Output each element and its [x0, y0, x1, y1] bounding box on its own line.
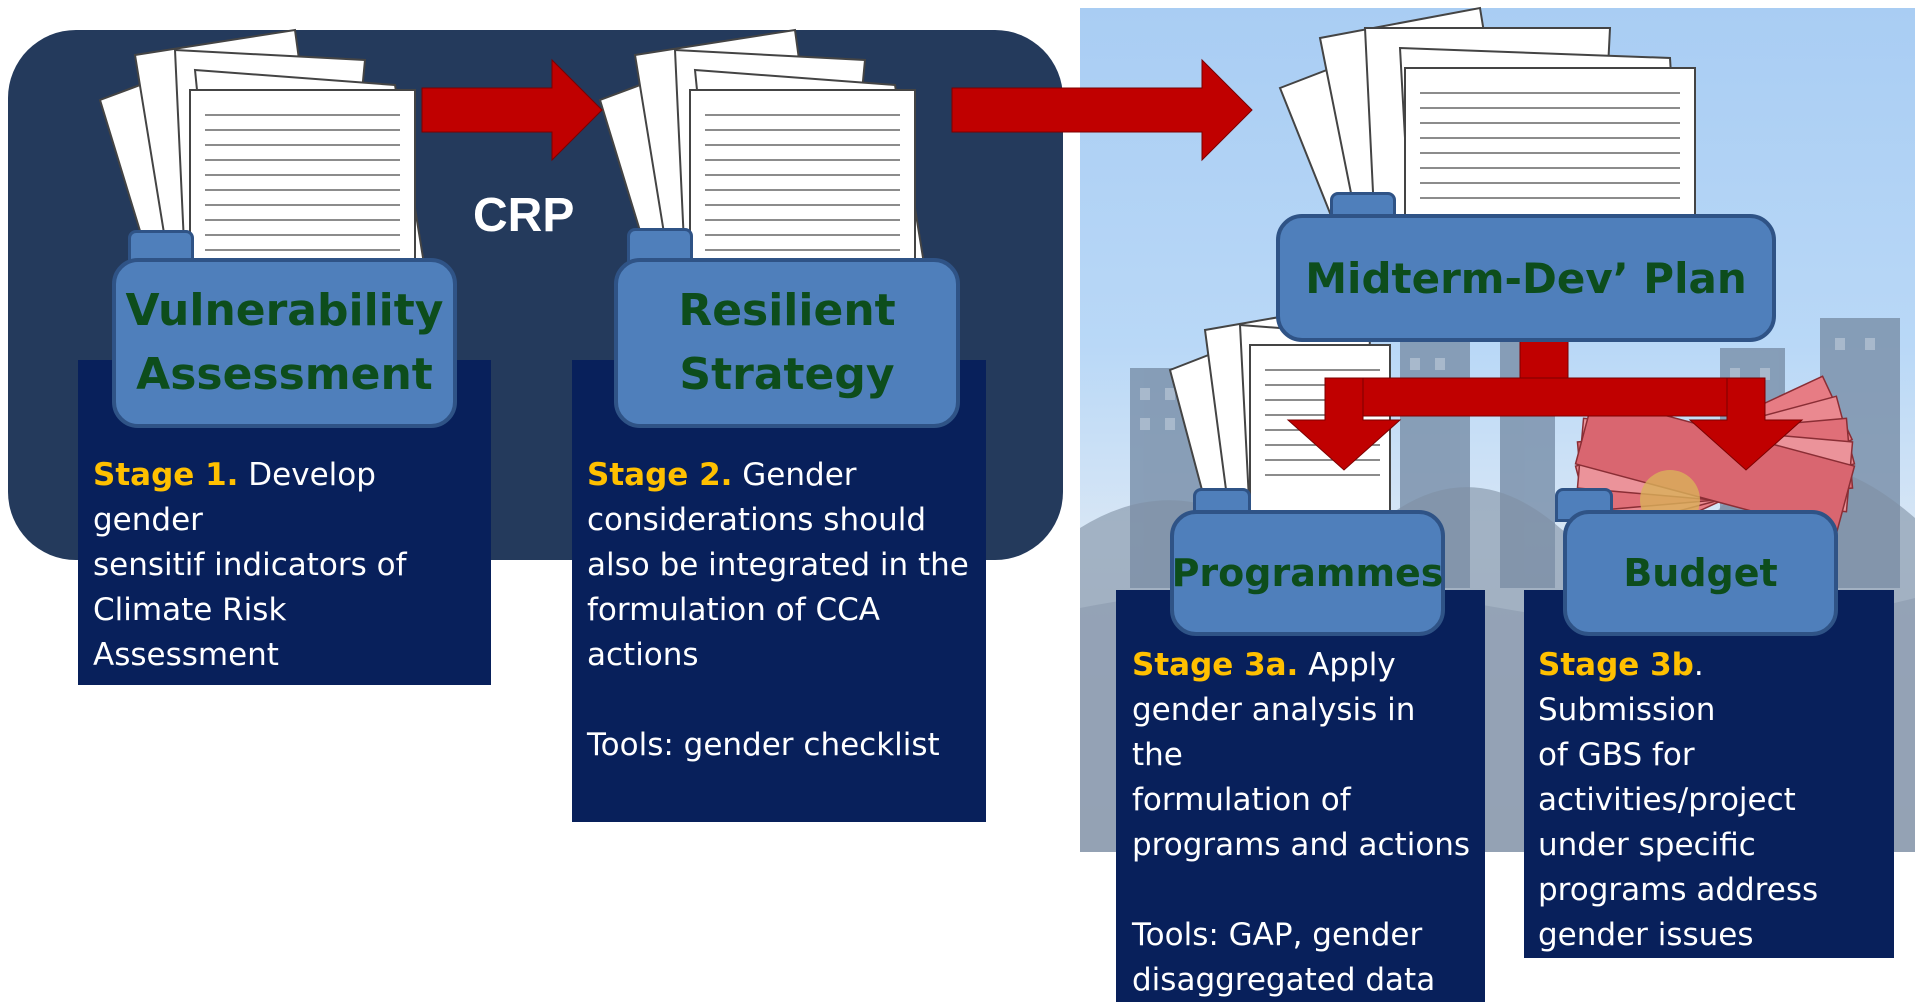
- stage-3a-text-line: gender analysis in the: [1132, 692, 1416, 773]
- stage-2-label: Stage 2.: [587, 457, 733, 493]
- stage-1-text-line: Tools: Gender checklist: [93, 682, 451, 718]
- vulnerability-assessment-box: Vulnerability Assessment: [112, 258, 457, 428]
- stage-3a-text-line: Apply: [1298, 647, 1396, 683]
- stage-3b-text-line: gender issues: [1538, 917, 1754, 953]
- stage-3b-text-line: activities/project: [1538, 782, 1796, 818]
- stage-3a-tools-line: Tools: GAP, gender: [1132, 917, 1423, 953]
- stage-3b-text-line: of GBS for: [1538, 737, 1695, 773]
- resilient-strategy-box: Resilient Strategy: [614, 258, 960, 428]
- stage-2-text-line: actions: [587, 637, 699, 673]
- stage-3a-text-line: programs and actions: [1132, 827, 1471, 863]
- stage-2-text-line: Gender: [732, 457, 857, 493]
- document-stack-icon: [98, 28, 427, 282]
- stage-3a-label: Stage 3a.: [1132, 647, 1299, 683]
- stage-3a-tools-line: disaggregated data: [1132, 962, 1436, 998]
- budget-box: Budget: [1563, 510, 1838, 636]
- stage-3b-text-line: . Submission: [1538, 647, 1716, 728]
- stage-1-text-line: sensitif indicators of: [93, 547, 407, 583]
- stage-2-description: Stage 2. Gender considerations should al…: [572, 360, 986, 822]
- arrow-resilient-to-midterm: [951, 58, 1253, 162]
- stage-3a-description: Stage 3a. Apply gender analysis in the f…: [1116, 590, 1485, 1002]
- document-stack-icon: [1278, 6, 1696, 240]
- arrow-branch-bar: [1324, 377, 1766, 417]
- stage-3b-text-line: under specific: [1538, 827, 1756, 863]
- stage-2-tools: Tools: gender checklist: [587, 727, 940, 763]
- document-stack-icon: [598, 28, 927, 282]
- programmes-title: Programmes: [1171, 551, 1444, 595]
- arrow-vulnerability-to-resilient: [421, 58, 603, 162]
- midterm-title: Midterm-Dev’ Plan: [1305, 253, 1747, 303]
- midterm-dev-plan-box: Midterm-Dev’ Plan: [1276, 214, 1776, 342]
- stage-3a-text-line: formulation of: [1132, 782, 1351, 818]
- stage-3b-description: Stage 3b. Submission of GBS for activiti…: [1524, 590, 1894, 958]
- stage-2-text-line: considerations should: [587, 502, 927, 538]
- stage-2-text-line: formulation of CCA: [587, 592, 881, 628]
- budget-title: Budget: [1623, 551, 1778, 595]
- programmes-box: Programmes: [1170, 510, 1445, 636]
- stage-3b-text-line: programs address: [1538, 872, 1819, 908]
- stage-3b-label: Stage 3b: [1538, 647, 1694, 683]
- resilient-title-line2: Strategy: [679, 349, 895, 400]
- arrow-to-programmes: [1286, 377, 1402, 471]
- stage-1-text-line: Climate Risk Assessment: [93, 592, 287, 673]
- stage-1-text-line: Develop gender: [93, 457, 376, 538]
- stage-2-text-line: also be integrated in the: [587, 547, 969, 583]
- arrow-to-budget: [1688, 377, 1804, 471]
- vulnerability-title-line1: Vulnerability: [125, 285, 444, 336]
- vulnerability-title-line2: Assessment: [136, 349, 433, 400]
- resilient-title-line1: Resilient: [678, 285, 896, 336]
- crp-label: CRP: [473, 189, 575, 242]
- stage-1-label: Stage 1.: [93, 457, 239, 493]
